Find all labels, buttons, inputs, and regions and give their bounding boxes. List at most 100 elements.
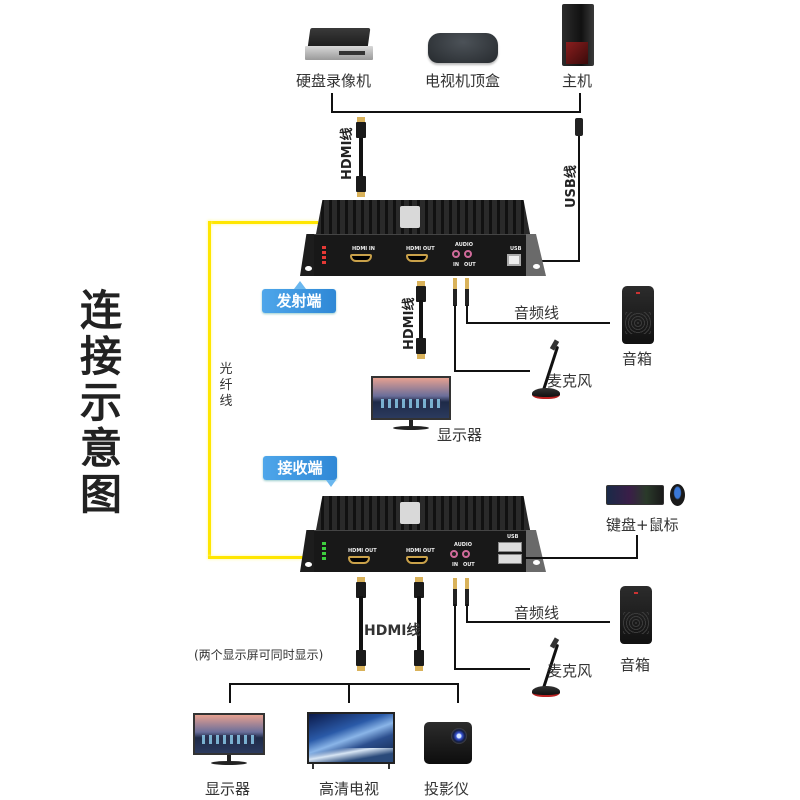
port-label-audio-in: IN [452,562,459,568]
hdmi-in-port [350,254,372,262]
fiber-line-vertical [208,221,211,558]
hdmi-out-cable [419,300,423,340]
audio-line-speaker-v [466,604,468,622]
pc-tower-icon [562,4,594,66]
usb-b-port [507,254,521,266]
port-label-audio: AUDIO [455,242,474,248]
usb-a-port-1 [498,542,522,552]
port-label-audio: AUDIO [454,542,473,548]
mouse-icon [670,484,685,506]
display-label-tv: 高清电视 [319,780,380,798]
display-label-projector: 投影仪 [424,780,470,798]
tag-pointer [326,480,336,487]
receiver-box: HDMI OUT HDMI OUT AUDIO IN OUT USB [300,496,550,576]
bracket-right [579,93,581,113]
audio-cable-label: 音频线 [514,304,560,322]
port-label-audio-in: IN [453,262,460,268]
port-label-usb: USB [510,246,522,252]
status-leds [322,246,326,268]
audio-line-mic-h [454,668,530,670]
transmitter-tag: 发射端 [262,289,336,313]
keyboard-mouse-label: 键盘+鼠标 [606,516,679,534]
hdmi-out-port-1 [348,556,370,564]
projector-icon [424,722,472,764]
speaker-label: 音箱 [622,350,653,368]
speaker-icon [620,586,652,644]
source-label-pc: 主机 [562,72,593,90]
hdmi-out-cable-label: HDMI线 [402,297,417,350]
hdmi-plug-top [356,577,366,598]
fiber-line-top [208,221,318,224]
usb-plug-icon [575,118,583,136]
bracket-left [331,93,333,113]
display-label-monitor: 显示器 [205,780,251,798]
audio-out-jack [464,250,472,258]
port-label-hdmi-out-1: HDMI OUT [348,548,377,554]
usb-cable-horizontal [520,260,580,262]
keyboard-icon [606,485,664,505]
usb-line-kb-h [525,557,638,559]
tv-leg [312,764,314,769]
hdmi-in-cable-label: HDMI线 [340,127,355,180]
bracket-bottom [331,111,581,113]
dual-display-note: (两个显示屏可同时显示) [194,648,324,662]
speaker-label: 音箱 [620,656,651,674]
hdmi-plug-top [414,577,424,598]
audio-line-speaker-v [466,305,468,323]
audio-in-jack [452,250,460,258]
brand-logo [400,502,420,524]
source-label-nvr: 硬盘录像机 [296,72,372,90]
audio-jack-speaker [465,278,469,306]
hdmi-cable-label: HDMI线 [364,623,421,639]
tv-icon [307,712,395,764]
tv-leg [388,764,390,769]
port-label-usb: USB [507,534,519,540]
transmitter-box: HDMI IN HDMI OUT AUDIO IN OUT USB [300,200,550,280]
hdmi-in-cable [359,138,363,178]
microphone-icon [532,339,562,400]
display-bracket-top [229,683,459,685]
hdmi-plug-bottom [416,338,426,359]
audio-out-jack [462,550,470,558]
hdmi-plug-bottom [414,650,424,671]
hdmi-plug-top [416,281,426,302]
audio-in-jack [450,550,458,558]
port-label-audio-out: OUT [464,262,476,268]
usb-cable-label: USB线 [564,165,579,208]
microphone-icon [532,637,562,698]
port-label-hdmi-out: HDMI OUT [406,246,435,252]
source-label-stb: 电视机顶盒 [425,72,501,90]
brand-logo [400,206,420,228]
audio-line-speaker-h [466,322,610,324]
audio-line-speaker-h [466,621,610,623]
audio-line-mic-h [454,370,530,372]
hdmi-out-port [406,254,428,262]
audio-jack-speaker [465,578,469,606]
status-leds [322,542,326,564]
usb-a-port-2 [498,554,522,564]
fiber-line-bottom [208,556,304,559]
audio-jack-mic [453,578,457,606]
usb-cable [578,136,580,262]
receiver-tag: 接收端 [263,456,337,480]
hdmi-cable-2 [417,596,421,652]
port-label-hdmi-in: HDMI IN [352,246,375,252]
port-label-audio-out: OUT [463,562,475,568]
nvr-icon [305,28,373,62]
tag-pointer [294,281,306,289]
hdmi-plug-top [356,117,366,138]
audio-cable-label: 音频线 [514,604,560,622]
hdmi-plug-bottom [356,176,366,197]
display-bracket-mid [348,683,350,703]
diagram-title: 连接示意图 [79,286,122,519]
audio-jack-mic [453,278,457,306]
hdmi-cable-1 [359,596,363,652]
fiber-label: 光纤线 [219,362,233,409]
mic-label: 麦克风 [547,662,593,680]
hdmi-plug-bottom [356,650,366,671]
audio-line-mic-v [454,305,456,371]
mic-label: 麦克风 [547,372,593,390]
port-label-hdmi-out-2: HDMI OUT [406,548,435,554]
set-top-box-icon [428,33,498,63]
usb-line-kb-v [636,535,638,559]
